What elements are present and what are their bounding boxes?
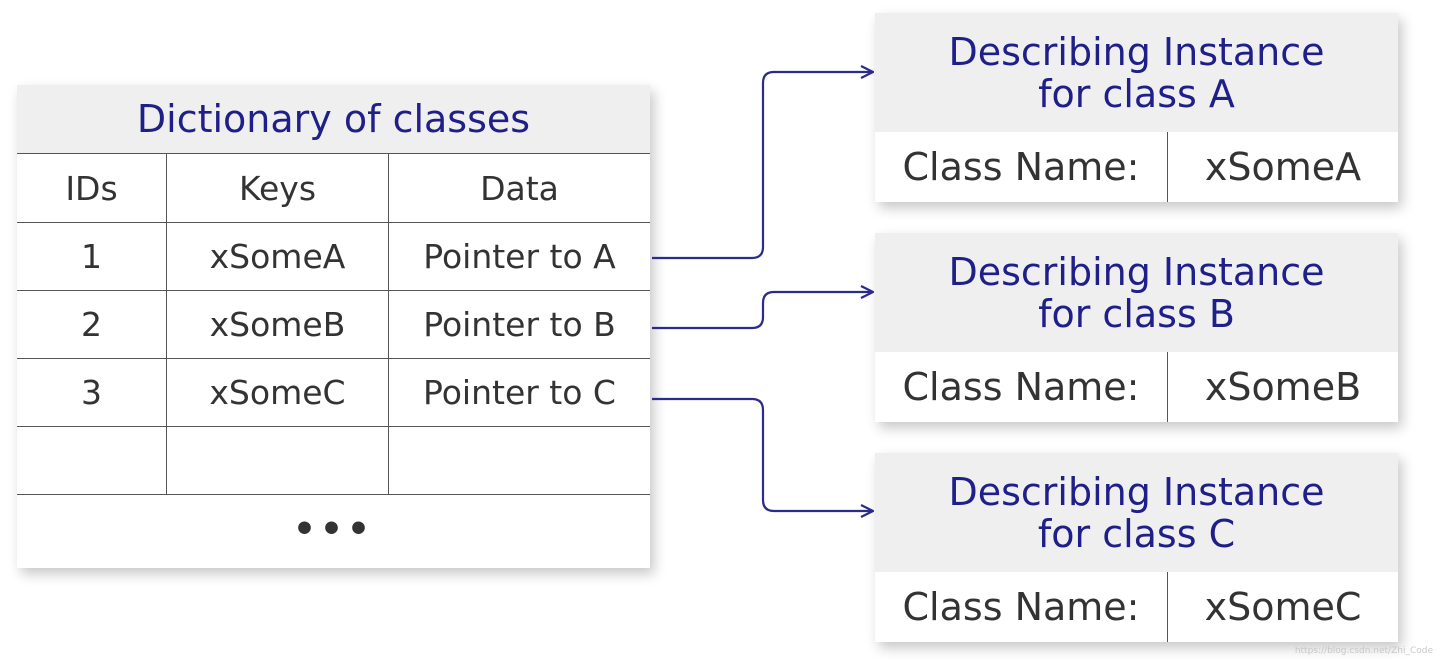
table-row: 1 xSomeA Pointer to A <box>17 223 650 291</box>
arrow-to-instance-b <box>652 292 872 330</box>
instance-title-line2: for class B <box>1038 291 1235 336</box>
instance-row: Class Name: xSomeC <box>875 572 1398 642</box>
row-data: Pointer to B <box>423 305 616 344</box>
arrow-to-instance-c <box>652 397 872 511</box>
instance-title: Describing Instance for class A <box>875 13 1398 132</box>
arrow-to-instance-a <box>652 72 872 260</box>
header-keys: Keys <box>167 154 389 222</box>
dictionary-title: Dictionary of classes <box>17 85 650 154</box>
dictionary-table: Dictionary of classes IDs Keys Data 1 xS… <box>17 85 650 568</box>
class-name-label: Class Name: <box>875 132 1168 202</box>
table-row-empty <box>17 427 650 495</box>
row-key: xSomeB <box>167 291 389 358</box>
instance-card-c: Describing Instance for class C Class Na… <box>875 453 1398 642</box>
watermark: https://blog.csdn.net/Zhi_Code <box>1294 646 1433 656</box>
row-data: Pointer to A <box>423 237 616 276</box>
class-name-value: xSomeA <box>1204 145 1362 189</box>
instance-title-line1: Describing Instance <box>948 469 1325 514</box>
row-id <box>17 427 167 494</box>
table-row: 3 xSomeC Pointer to C <box>17 359 650 427</box>
row-key: xSomeC <box>167 359 389 426</box>
row-id: 3 <box>17 359 167 426</box>
class-name-value: xSomeB <box>1204 365 1362 409</box>
row-key: xSomeA <box>167 223 389 290</box>
class-name-value: xSomeC <box>1204 585 1362 629</box>
row-id: 1 <box>17 223 167 290</box>
instance-card-a: Describing Instance for class A Class Na… <box>875 13 1398 202</box>
header-data: Data <box>480 168 559 208</box>
table-row: 2 xSomeB Pointer to B <box>17 291 650 359</box>
more-rows-ellipsis: ••• <box>292 508 375 550</box>
instance-row: Class Name: xSomeB <box>875 352 1398 422</box>
instance-card-b: Describing Instance for class B Class Na… <box>875 233 1398 422</box>
instance-title-line1: Describing Instance <box>948 29 1325 74</box>
instance-title: Describing Instance for class B <box>875 233 1398 352</box>
header-ids: IDs <box>17 154 167 222</box>
instance-title-line1: Describing Instance <box>948 249 1325 294</box>
instance-title: Describing Instance for class C <box>875 453 1398 572</box>
instance-row: Class Name: xSomeA <box>875 132 1398 202</box>
row-data: Pointer to C <box>423 373 616 412</box>
instance-title-line2: for class A <box>1038 71 1235 116</box>
class-name-label: Class Name: <box>875 572 1168 642</box>
row-data <box>389 427 650 494</box>
class-name-label: Class Name: <box>875 352 1168 422</box>
row-id: 2 <box>17 291 167 358</box>
row-key <box>167 427 389 494</box>
instance-title-line2: for class C <box>1037 511 1236 556</box>
table-header-row: IDs Keys Data <box>17 154 650 223</box>
